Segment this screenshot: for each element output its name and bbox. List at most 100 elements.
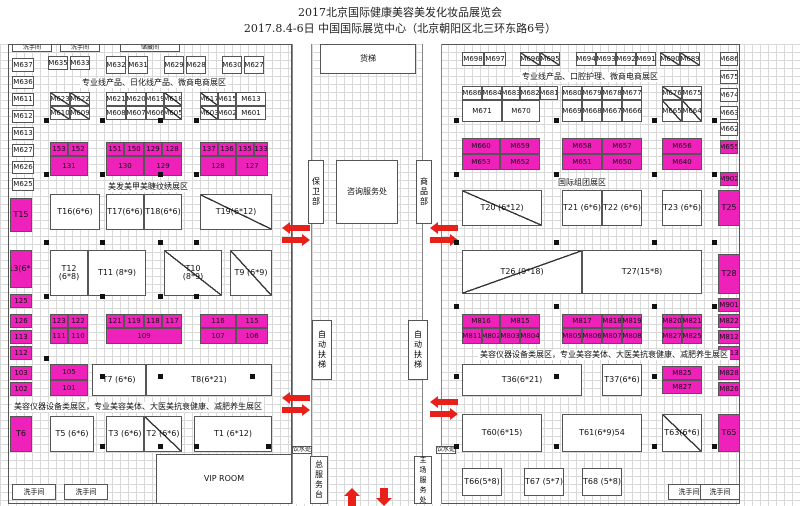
booth-highlight[interactable]: 117 (162, 314, 182, 328)
booth[interactable]: T16(6*6) (50, 194, 100, 230)
booth-highlight[interactable]: M808 (622, 328, 642, 344)
booth-highlight[interactable]: 129 (144, 142, 162, 156)
booth[interactable]: M696 (520, 52, 540, 66)
booth[interactable]: M698 (462, 52, 484, 66)
booth-highlight[interactable]: M815 (500, 314, 540, 328)
booth[interactable]: T3 (6*6) (106, 416, 144, 452)
booth-highlight[interactable]: 137 (200, 142, 218, 156)
booth-highlight[interactable]: 125 (10, 294, 32, 308)
booth[interactable]: M628 (186, 56, 206, 74)
host-service-office[interactable]: 主场服务处 (414, 456, 432, 504)
booth-highlight[interactable]: M816 (462, 314, 500, 328)
booth-highlight[interactable]: 105 (50, 364, 88, 380)
booth[interactable]: T27(15*8) (582, 250, 702, 294)
booth[interactable]: M613 (236, 92, 266, 106)
booth-highlight[interactable]: M659 (500, 138, 540, 154)
booth[interactable]: M611 (12, 93, 34, 106)
booth-highlight[interactable]: 122 (68, 314, 88, 328)
booth[interactable]: M601 (236, 106, 266, 120)
booth-highlight[interactable]: M822 (718, 314, 740, 328)
booth[interactable]: M631 (128, 56, 148, 74)
booth[interactable]: T20 (6*12) (462, 190, 542, 226)
booth[interactable]: T11 (8*9) (88, 250, 146, 296)
booth-highlight[interactable]: 133 (254, 142, 268, 156)
booth-highlight[interactable]: 136 (218, 142, 236, 156)
booth[interactable]: M635 (48, 56, 68, 70)
booth[interactable]: T23 (6*6) (662, 190, 702, 226)
booth[interactable]: T10 (8*9) (164, 250, 222, 296)
booth-highlight[interactable]: M827 (662, 380, 702, 394)
booth[interactable]: M636 (12, 76, 34, 89)
booth-highlight[interactable]: M817 (562, 314, 602, 328)
booth-highlight[interactable]: 115 (236, 314, 268, 328)
booth-highlight[interactable]: M804 (520, 328, 540, 344)
booth-highlight[interactable]: T28 (718, 254, 740, 294)
booth[interactable]: M626 (12, 161, 34, 174)
booth[interactable]: T63(6*6) (662, 414, 702, 452)
booth[interactable]: M603 (200, 106, 218, 120)
booth[interactable]: M670 (502, 100, 540, 122)
booth-highlight[interactable]: M655 (720, 140, 738, 154)
booth[interactable]: M693 (596, 52, 616, 66)
booth-highlight[interactable]: 110 (68, 328, 88, 344)
booth[interactable]: M686 (720, 52, 738, 66)
booth-highlight[interactable]: 118 (144, 314, 162, 328)
merchandise-office[interactable]: 商品部 (416, 160, 432, 224)
booth[interactable]: T66(5*8) (462, 468, 502, 496)
booth-highlight[interactable]: M660 (462, 138, 500, 154)
booth-highlight[interactable]: M818 (602, 314, 622, 328)
booth-highlight[interactable]: M652 (500, 154, 540, 170)
booth[interactable]: M676 (662, 86, 682, 100)
booth-highlight[interactable]: M827 (662, 328, 682, 344)
booth[interactable]: M633 (70, 56, 90, 70)
booth[interactable]: T37(6*6) (602, 364, 642, 396)
booth-highlight[interactable]: 123 (50, 314, 68, 328)
booth[interactable]: M677 (622, 86, 642, 100)
booth[interactable]: M627 (12, 144, 34, 157)
booth[interactable]: M686 (462, 86, 482, 100)
booth[interactable]: T5 (6*6) (50, 416, 94, 452)
booth[interactable]: T12 (6*8) (50, 250, 88, 296)
booth[interactable]: M697 (484, 52, 506, 66)
booth-highlight[interactable]: 113 (10, 330, 32, 344)
booth[interactable]: T22 (6*6) (602, 190, 642, 226)
booth[interactable]: T1 (6*12) (194, 416, 272, 452)
booth[interactable]: M678 (602, 86, 622, 100)
booth-highlight[interactable]: 121 (106, 314, 124, 328)
booth[interactable]: T7 (6*6) (92, 364, 146, 396)
booth-highlight[interactable]: M820 (662, 314, 682, 328)
booth-highlight[interactable]: M653 (462, 154, 500, 170)
booth-highlight[interactable]: T13(6*9) (10, 250, 32, 288)
booth[interactable]: M675 (720, 70, 738, 84)
booth[interactable]: M663 (720, 106, 738, 120)
booth[interactable]: M668 (582, 100, 602, 122)
booth-highlight[interactable]: 102 (10, 382, 32, 396)
booth-highlight[interactable]: M807 (602, 328, 622, 344)
booth[interactable]: T21 (6*6) (562, 190, 602, 226)
escalator-left[interactable]: 自动扶梯 (312, 320, 332, 380)
booth[interactable]: M619 (146, 92, 164, 106)
booth[interactable]: T8(6*21) (146, 364, 272, 396)
booth[interactable]: M674 (720, 88, 738, 102)
booth-highlight[interactable]: M826 (718, 382, 740, 396)
booth-highlight[interactable]: M821 (682, 314, 702, 328)
booth-highlight[interactable]: M819 (622, 314, 642, 328)
booth[interactable]: M617 (200, 92, 218, 106)
booth[interactable]: M629 (164, 56, 184, 74)
escalator-right[interactable]: 自动扶梯 (408, 320, 428, 380)
booth-highlight[interactable]: M640 (662, 154, 702, 170)
booth[interactable]: M662 (720, 122, 738, 136)
booth[interactable]: M622 (70, 92, 90, 106)
booth-highlight[interactable]: M825 (662, 366, 702, 380)
vip-room[interactable]: VIP ROOM (156, 454, 292, 504)
washroom-bottom-left[interactable]: 洗手间 (12, 484, 56, 500)
booth-highlight[interactable]: M651 (562, 154, 602, 170)
booth[interactable]: M667 (602, 100, 622, 122)
booth-highlight[interactable]: M902 (720, 172, 738, 186)
booth-highlight[interactable]: 153 (50, 142, 68, 156)
booth[interactable]: T60(6*15) (462, 414, 542, 452)
booth[interactable]: M632 (106, 56, 126, 74)
booth[interactable]: T2 (6*6) (144, 416, 182, 452)
booth[interactable]: M607 (126, 106, 146, 120)
booth-highlight[interactable]: M803 (500, 328, 520, 344)
